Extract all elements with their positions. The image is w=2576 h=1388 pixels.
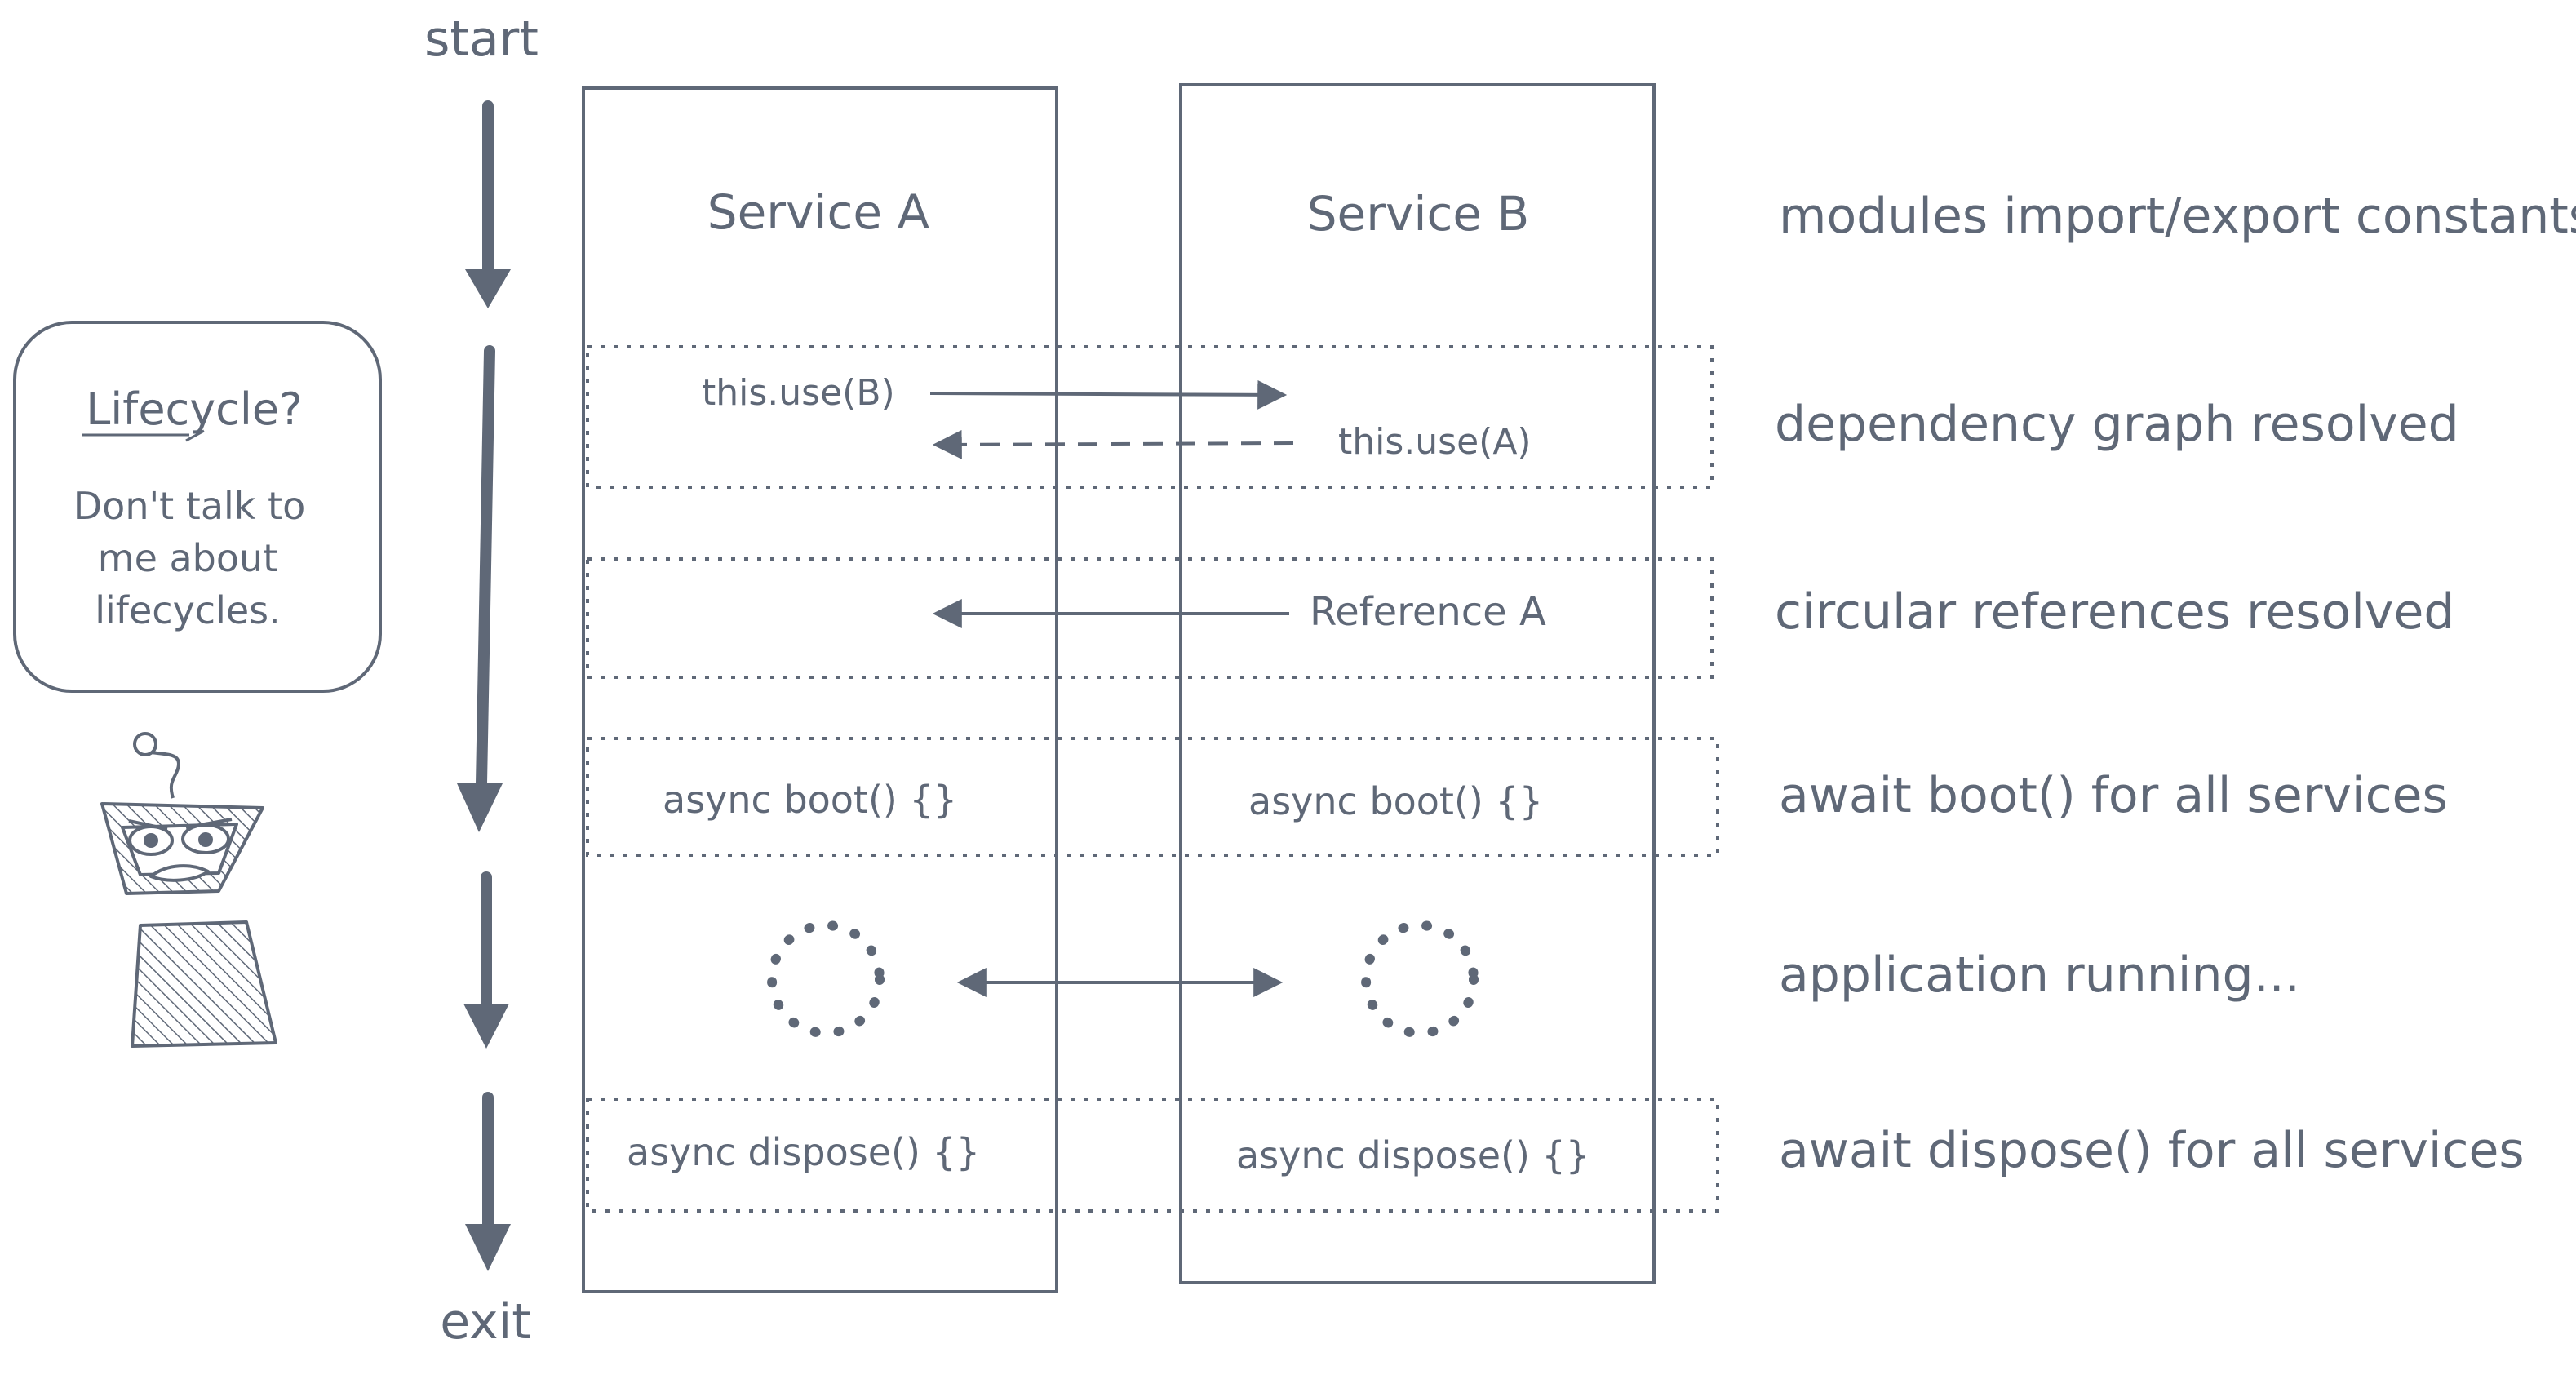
boot-band [586,737,1719,857]
bubble-line-3: lifecycles. [95,588,281,632]
use-a-arrow [932,429,1294,459]
phase-bands [586,345,1719,1213]
speech-bubble [13,321,382,693]
service-b-use-call: this.use(A) [1338,421,1532,463]
service-a-title: Service A [707,184,930,240]
use-b-arrow [929,379,1288,410]
grumpy-robot-character [100,732,277,1048]
service-a-column [582,86,1058,1293]
robot-mouth [149,864,210,882]
bubble-title: Lifecycle? [86,384,303,435]
phase-circular-label: circular references resolved [1775,583,2454,641]
service-a-boot: async boot() {} [663,778,957,822]
phase-boot-label: await boot() for all services [1779,767,2448,824]
phase-imports-label: modules import/export constants [1779,188,2576,245]
timeline-arrows [457,100,511,1271]
bubble-title-underline [82,429,205,442]
dependency-band [586,345,1714,489]
phase-dispose-label: await dispose() for all services [1779,1122,2525,1179]
robot-body [131,920,277,1048]
dispose-band [586,1098,1719,1213]
timeline-exit-label: exit [440,1293,531,1350]
service-b-boot: async boot() {} [1248,779,1543,823]
phase-running-label: application running... [1779,947,2300,1004]
service-b-dispose: async dispose() {} [1236,1133,1589,1177]
service-b-title: Service B [1307,186,1530,242]
service-columns [582,83,1656,1293]
service-a-running-icon [767,920,885,1038]
bubble-line-2: me about [98,536,277,580]
timeline-start-label: start [424,11,539,68]
phase-dependency-label: dependency graph resolved [1775,396,2459,453]
circular-band [586,557,1714,679]
service-b-column [1179,83,1656,1284]
service-b-running-icon [1361,920,1479,1038]
service-b-reference: Reference A [1310,589,1546,635]
bubble-line-1: Don't talk to [73,484,305,528]
service-a-use-call: this.use(B) [702,372,895,414]
service-a-dispose: async dispose() {} [627,1130,980,1174]
